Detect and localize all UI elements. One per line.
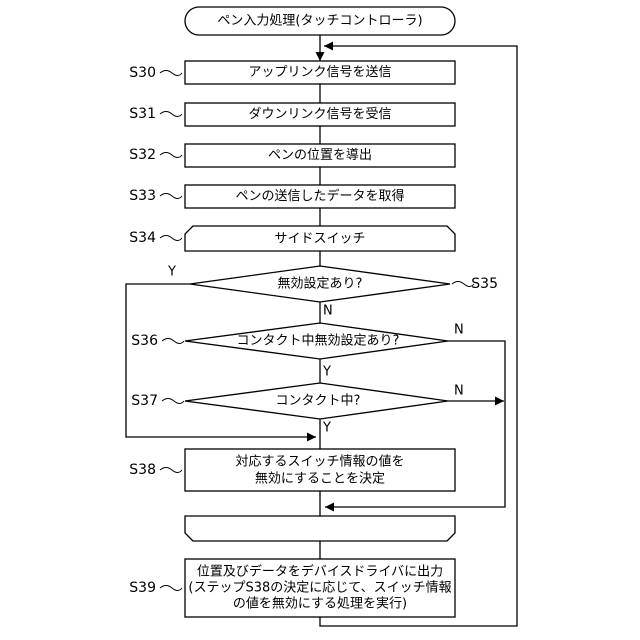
step-s30-label: アップリンク信号を送信 [248,65,391,80]
step-s31: ダウンリンク信号を受信 S31 [129,103,455,126]
decision-s36: コンタクト中無効設定あり? S36 N Y [131,323,463,380]
step-s38-id: S38 [129,462,156,478]
decision-s37-label: コンタクト中? [276,394,361,409]
decision-s36-yes: Y [322,365,331,380]
step-s34-id: S34 [129,230,156,246]
decision-s36-no: N [454,323,464,338]
step-s39-line3: の値を無効にする処理を実行) [233,596,407,612]
step-s34-label: サイドスイッチ [274,232,365,247]
decision-s35-id: S35 [471,276,498,292]
step-s31-label: ダウンリンク信号を受信 [248,107,391,122]
loop-end [185,516,455,541]
decision-s36-id: S36 [131,333,158,349]
step-s33-id: S33 [129,188,156,204]
step-s33: ペンの送信したデータを取得 S33 [129,185,455,208]
decision-s35-no: N [323,304,333,319]
start-label: ペン入力処理(タッチコントローラ) [217,14,422,29]
step-s38: 対応するスイッチ情報の値を 無効にすることを決定 S38 [129,449,455,491]
step-s39: 位置及びデータをデバイスドライバに出力 (ステップS38の決定に応じて、スイッチ… [129,559,455,617]
decision-s35-label: 無効設定あり? [278,276,363,292]
decision-s37-id: S37 [131,393,158,409]
step-s39-id: S39 [129,580,156,596]
step-s39-line2: (ステップS38の決定に応じて、スイッチ情報 [188,581,451,596]
decision-s37-no: N [454,384,464,399]
step-s32-id: S32 [129,147,156,163]
step-s33-label: ペンの送信したデータを取得 [235,188,404,204]
step-s30-id: S30 [129,65,156,81]
step-s32-label: ペンの位置を導出 [268,148,372,163]
decision-s35: 無効設定あり? S35 Y N [167,265,498,319]
start-node: ペン入力処理(タッチコントローラ) [185,7,455,35]
decision-s35-yes: Y [167,265,176,280]
decision-s37: コンタクト中? S37 N Y [131,383,463,436]
step-s31-id: S31 [129,106,156,122]
decision-s37-yes: Y [322,421,331,436]
step-s39-line1: 位置及びデータをデバイスドライバに出力 [197,564,443,580]
decision-s36-label: コンタクト中無効設定あり? [237,333,400,349]
step-s38-line1: 対応するスイッチ情報の値を [235,454,404,470]
step-s30: アップリンク信号を送信 S30 [129,61,455,84]
step-s32: ペンの位置を導出 S32 [129,144,455,167]
step-s34-loop-start: サイドスイッチ S34 [129,226,455,251]
step-s38-line2: 無効にすることを決定 [255,472,385,487]
